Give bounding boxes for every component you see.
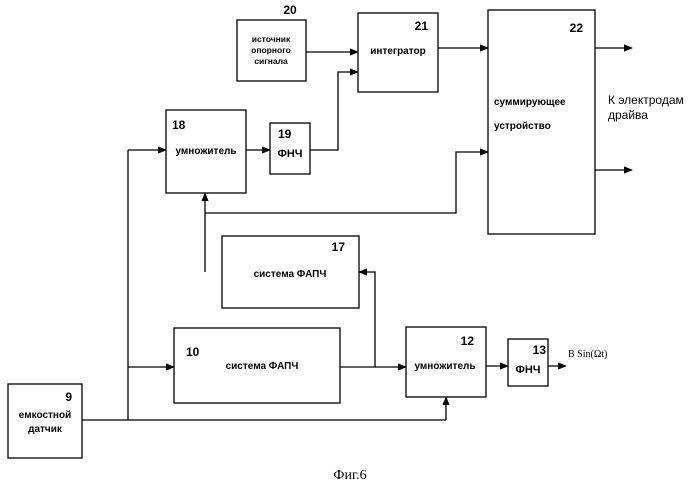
block-label-line: умножитель	[175, 146, 236, 157]
block-number: 18	[172, 118, 186, 132]
block-17-pll-system: 17 система ФАПЧ	[222, 236, 359, 308]
block-label-line: ФНЧ	[277, 148, 302, 160]
block-label-line: источник	[252, 34, 291, 44]
output-label-line: К электродам	[608, 93, 684, 107]
block-label-line: система ФАПЧ	[254, 269, 327, 280]
block-10-pll-system: 10 система ФАПЧ	[174, 328, 340, 403]
block-number: 12	[461, 334, 475, 348]
output-label-line: драйва	[608, 108, 648, 122]
block-label-line: система ФАПЧ	[226, 361, 299, 372]
block-number: 13	[533, 343, 547, 357]
block-9-capacitive-sensor: 9 емкостной датчик	[8, 384, 82, 458]
block-label-line: сигнала	[254, 56, 288, 66]
block-21-integrator: 21 интегратор	[358, 13, 438, 92]
block-label-line: опорного	[251, 45, 291, 55]
block-number: 20	[283, 3, 297, 17]
block-label-line: умножитель	[414, 361, 475, 372]
block-20-reference-source: 20 источник опорного сигнала	[237, 3, 306, 81]
block-label-line: емкостной	[19, 410, 71, 421]
block-label-line: интегратор	[370, 46, 425, 57]
block-22-summing-device: 22 суммирующее устройство	[488, 10, 595, 234]
block-label-line: устройство	[494, 121, 551, 132]
wire-branch-to-pll17	[359, 272, 375, 367]
block-number: 22	[570, 21, 584, 35]
block-19-low-pass-filter: 19 ФНЧ	[270, 123, 310, 174]
block-label-line: ФНЧ	[515, 364, 540, 376]
block-13-low-pass-filter: 13 ФНЧ	[508, 339, 548, 386]
block-number: 17	[332, 240, 346, 254]
block-label-line: суммирующее	[494, 97, 566, 108]
wire-lpf19-to-int21	[310, 72, 358, 150]
signal-label: B Sin(Ωt)	[568, 349, 607, 360]
block-number: 9	[65, 390, 72, 404]
block-number: 19	[278, 127, 292, 141]
block-label-line: датчик	[28, 424, 63, 435]
block-number: 10	[186, 345, 200, 359]
figure-caption: Фиг.6	[333, 468, 366, 483]
wire-feedback-to-sum22	[205, 152, 488, 213]
block-number: 21	[415, 19, 429, 33]
block-12-multiplier: 12 умножитель	[406, 327, 486, 397]
block-18-multiplier: 18 умножитель	[166, 110, 246, 193]
